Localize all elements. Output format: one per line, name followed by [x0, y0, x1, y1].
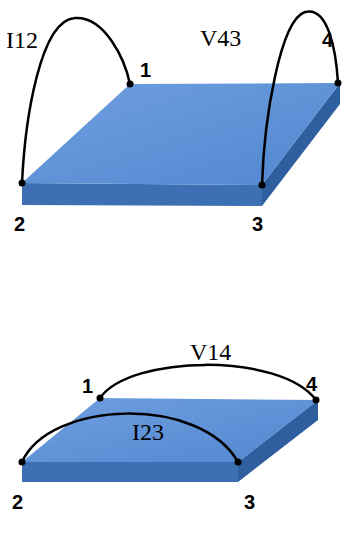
contact-number: 1	[140, 60, 151, 80]
wire	[262, 11, 338, 185]
contact-dot	[235, 459, 242, 466]
slab-front-face	[22, 183, 262, 206]
contact-number: 3	[244, 492, 255, 512]
contact-number: 4	[306, 374, 317, 394]
contact-dot	[127, 81, 134, 88]
current-label: I23	[132, 420, 164, 444]
voltage-label: V14	[190, 340, 231, 364]
contact-number: 2	[12, 492, 23, 512]
wire	[22, 18, 130, 183]
contact-dot	[335, 80, 342, 87]
slab-front-face	[22, 462, 238, 482]
current-label: I12	[6, 28, 38, 52]
contact-dot	[19, 180, 26, 187]
contact-number: 3	[252, 214, 263, 234]
contact-number: 4	[322, 30, 333, 50]
voltage-label: V43	[200, 26, 241, 50]
slab-top-face	[22, 398, 318, 462]
contact-dot	[19, 459, 26, 466]
contact-dot	[97, 395, 104, 402]
wire	[100, 365, 316, 400]
slab-top-face	[22, 83, 340, 185]
contact-number: 2	[14, 214, 25, 234]
wire	[22, 414, 238, 462]
contact-dot	[313, 397, 320, 404]
contact-dot	[259, 182, 266, 189]
contact-number: 1	[82, 376, 93, 396]
